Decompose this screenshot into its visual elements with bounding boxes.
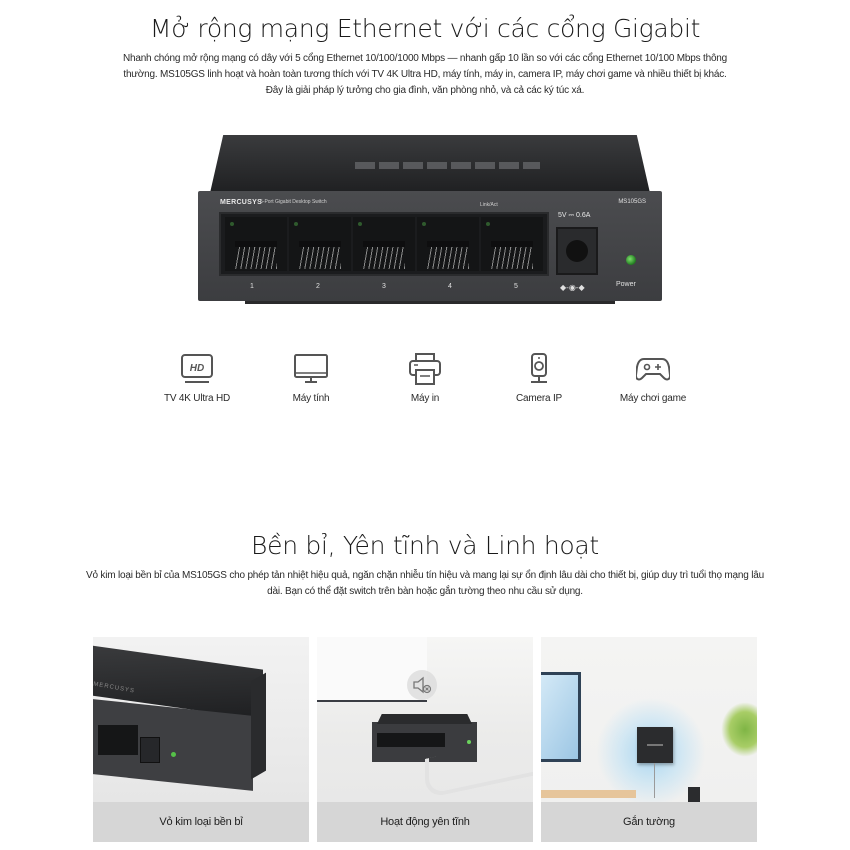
device-label: Camera IP [516,393,562,404]
device-camera: Camera IP [484,352,594,404]
section-title-durable: Bền bỉ, Yên tĩnh và Linh hoạt [251,531,599,560]
feature-card-silent: Hoạt động yên tĩnh [317,637,533,842]
port-number: 2 [316,283,320,290]
section-description-durable: Vỏ kim loại bền bỉ của MS105GS cho phép … [86,570,764,597]
switch-sku: MS105GS [618,199,646,205]
port-number: 5 [514,283,518,290]
section-title-ethernet: Mở rộng mạng Ethernet với các cổng Gigab… [149,14,701,43]
link-act-label: Link/Act [480,202,498,208]
compatible-devices-row: HD TV 4K Ultra HD Máy tính Máy in Camera… [0,352,850,412]
switch-front-panel: MERCUSYS 5-Port Gigabit Desktop Switch L… [198,191,662,301]
power-led-icon [626,255,636,265]
svg-text:HD: HD [190,363,204,374]
ethernet-port [481,217,543,271]
device-computer: Máy tính [256,352,366,404]
switch-brand: MERCUSYS [220,199,263,206]
power-rating-label: 5V ⎓ 0.6A [558,212,591,219]
device-game-console: Máy chơi game [598,352,708,404]
switch-model-desc: 5-Port Gigabit Desktop Switch [260,199,327,205]
metal-casing-photo: MERCUSYS [93,637,309,802]
ethernet-port [289,217,351,271]
wall-mount-photo [541,637,757,802]
silent-operation-photo [317,637,533,802]
top-logo [355,162,540,169]
port-number: 1 [250,283,254,290]
feature-caption: Hoạt động yên tĩnh [317,802,533,842]
feature-card-metal-casing: MERCUSYS Vỏ kim loại bền bỉ [93,637,309,842]
printer-icon [370,352,480,386]
ethernet-port [353,217,415,271]
device-label: Máy in [410,393,440,404]
gamepad-icon [598,352,708,386]
ethernet-port [225,217,287,271]
feature-card-wall-mount: Gắn tường [541,637,757,842]
feature-caption: Vỏ kim loại bền bỉ [93,802,309,842]
device-label: Máy tính [292,393,330,404]
port-number: 4 [448,283,452,290]
section-description-ethernet: Nhanh chóng mở rộng mạng có dây với 5 cổ… [122,53,728,96]
port-numbers: 1 2 3 4 5 [219,283,549,290]
camera-icon [484,352,594,386]
device-label: Máy chơi game [619,393,687,404]
port-number: 3 [382,283,386,290]
mute-speaker-icon [407,670,437,700]
device-tv: HD TV 4K Ultra HD [142,352,252,404]
dc-power-jack [556,227,598,275]
device-printer: Máy in [370,352,480,404]
power-label: Power [616,281,636,288]
switch-top-panel [210,135,650,193]
switch-base [245,301,615,304]
polarity-symbol-icon: ◆-◉-◆ [560,283,585,292]
ethernet-port-block [219,212,549,276]
hd-tv-icon: HD [142,352,252,386]
ethernet-port [417,217,479,271]
feature-caption: Gắn tường [541,802,757,842]
product-image-switch: MERCUSYS 5-Port Gigabit Desktop Switch L… [190,133,670,308]
monitor-icon [256,352,366,386]
device-label: TV 4K Ultra HD [163,393,231,404]
